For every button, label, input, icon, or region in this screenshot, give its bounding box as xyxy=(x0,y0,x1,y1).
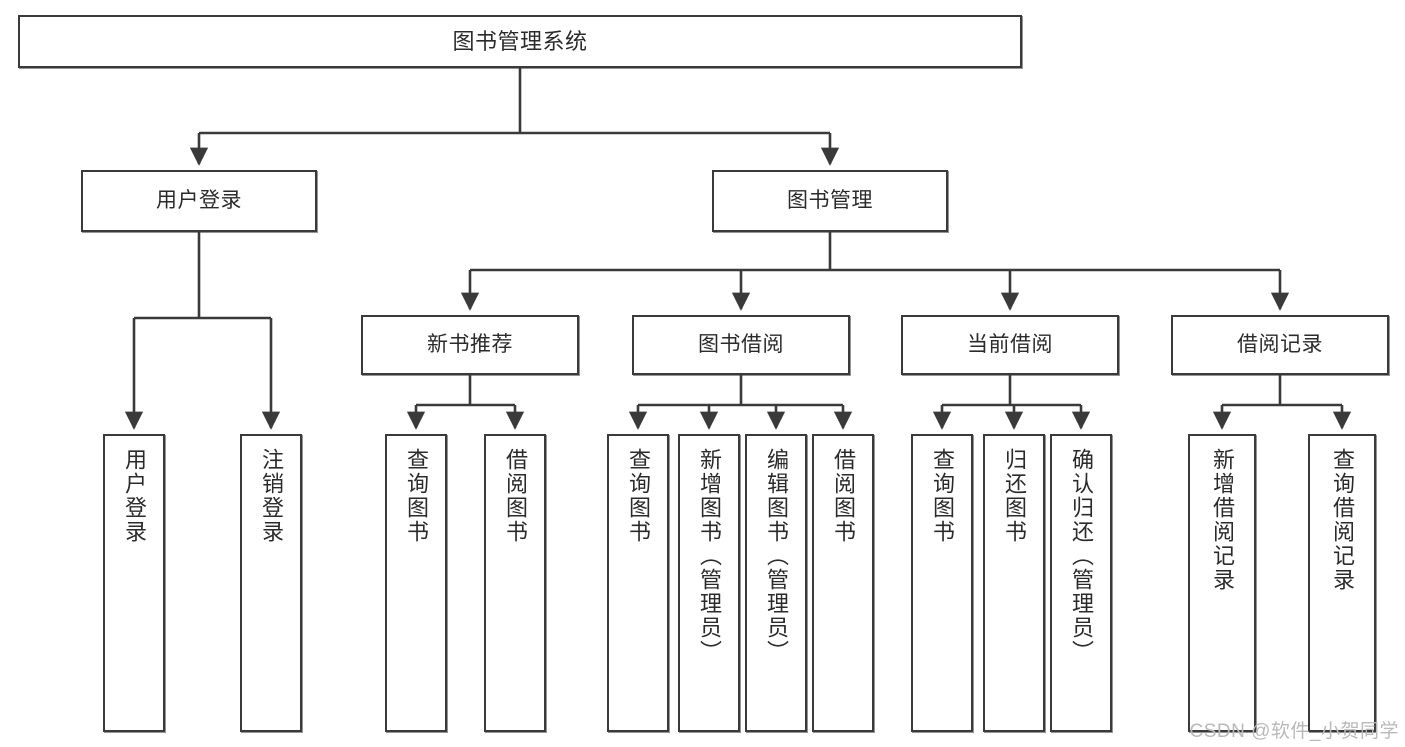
leaf-add-borrow-record[interactable]: 新增借阅记录 xyxy=(1188,434,1256,732)
leaf-add-borrow-record-label: 新增借阅记录 xyxy=(1210,448,1235,592)
watermark-text: CSDN @软件_小贺同学 xyxy=(1189,721,1399,742)
leaf-return-book-label: 归还图书 xyxy=(1002,448,1027,544)
leaf-query-book-current[interactable]: 查询图书 xyxy=(911,434,973,732)
leaf-logout-label: 注销登录 xyxy=(259,448,284,544)
node-borrow-record[interactable]: 借阅记录 xyxy=(1171,315,1389,375)
leaf-query-borrow-record[interactable]: 查询借阅记录 xyxy=(1308,434,1376,732)
node-root[interactable]: 图书管理系统 xyxy=(18,15,1022,68)
leaf-query-book-newbook[interactable]: 查询图书 xyxy=(385,434,447,732)
leaf-borrow-book-newbook[interactable]: 借阅图书 xyxy=(484,434,546,732)
leaf-confirm-return-admin[interactable]: 确认归还（管理员） xyxy=(1050,434,1112,732)
node-book-borrow-label: 图书借阅 xyxy=(698,332,784,356)
leaf-user-login-label: 用户登录 xyxy=(122,448,147,544)
node-new-book-recommend-label: 新书推荐 xyxy=(427,332,513,356)
node-new-book-recommend[interactable]: 新书推荐 xyxy=(361,315,579,375)
node-book-management-label: 图书管理 xyxy=(787,188,873,212)
leaf-borrow-book-label: 借阅图书 xyxy=(831,448,856,544)
leaf-add-book-admin-label: 新增图书（管理员） xyxy=(697,448,722,664)
node-current-borrow-label: 当前借阅 xyxy=(967,332,1053,356)
node-root-label: 图书管理系统 xyxy=(452,28,588,54)
node-user-login[interactable]: 用户登录 xyxy=(81,170,317,232)
leaf-add-book-admin[interactable]: 新增图书（管理员） xyxy=(678,434,740,732)
leaf-borrow-book-newbook-label: 借阅图书 xyxy=(503,448,528,544)
leaf-query-book-newbook-label: 查询图书 xyxy=(404,448,429,544)
node-book-management[interactable]: 图书管理 xyxy=(712,170,948,232)
node-borrow-record-label: 借阅记录 xyxy=(1237,332,1323,356)
leaf-query-book-current-label: 查询图书 xyxy=(930,448,955,544)
leaf-logout[interactable]: 注销登录 xyxy=(240,434,302,732)
leaf-query-borrow-record-label: 查询借阅记录 xyxy=(1330,448,1355,592)
node-user-login-label: 用户登录 xyxy=(156,188,242,212)
leaf-edit-book-admin-label: 编辑图书（管理员） xyxy=(764,448,789,664)
leaf-query-book-borrow-label: 查询图书 xyxy=(626,448,651,544)
leaf-query-book-borrow[interactable]: 查询图书 xyxy=(607,434,669,732)
leaf-edit-book-admin[interactable]: 编辑图书（管理员） xyxy=(745,434,807,732)
leaf-return-book[interactable]: 归还图书 xyxy=(983,434,1045,732)
leaf-borrow-book[interactable]: 借阅图书 xyxy=(812,434,874,732)
leaf-confirm-return-admin-label: 确认归还（管理员） xyxy=(1069,448,1094,664)
node-book-borrow[interactable]: 图书借阅 xyxy=(632,315,850,375)
leaf-user-login[interactable]: 用户登录 xyxy=(103,434,165,732)
node-current-borrow[interactable]: 当前借阅 xyxy=(901,315,1119,375)
